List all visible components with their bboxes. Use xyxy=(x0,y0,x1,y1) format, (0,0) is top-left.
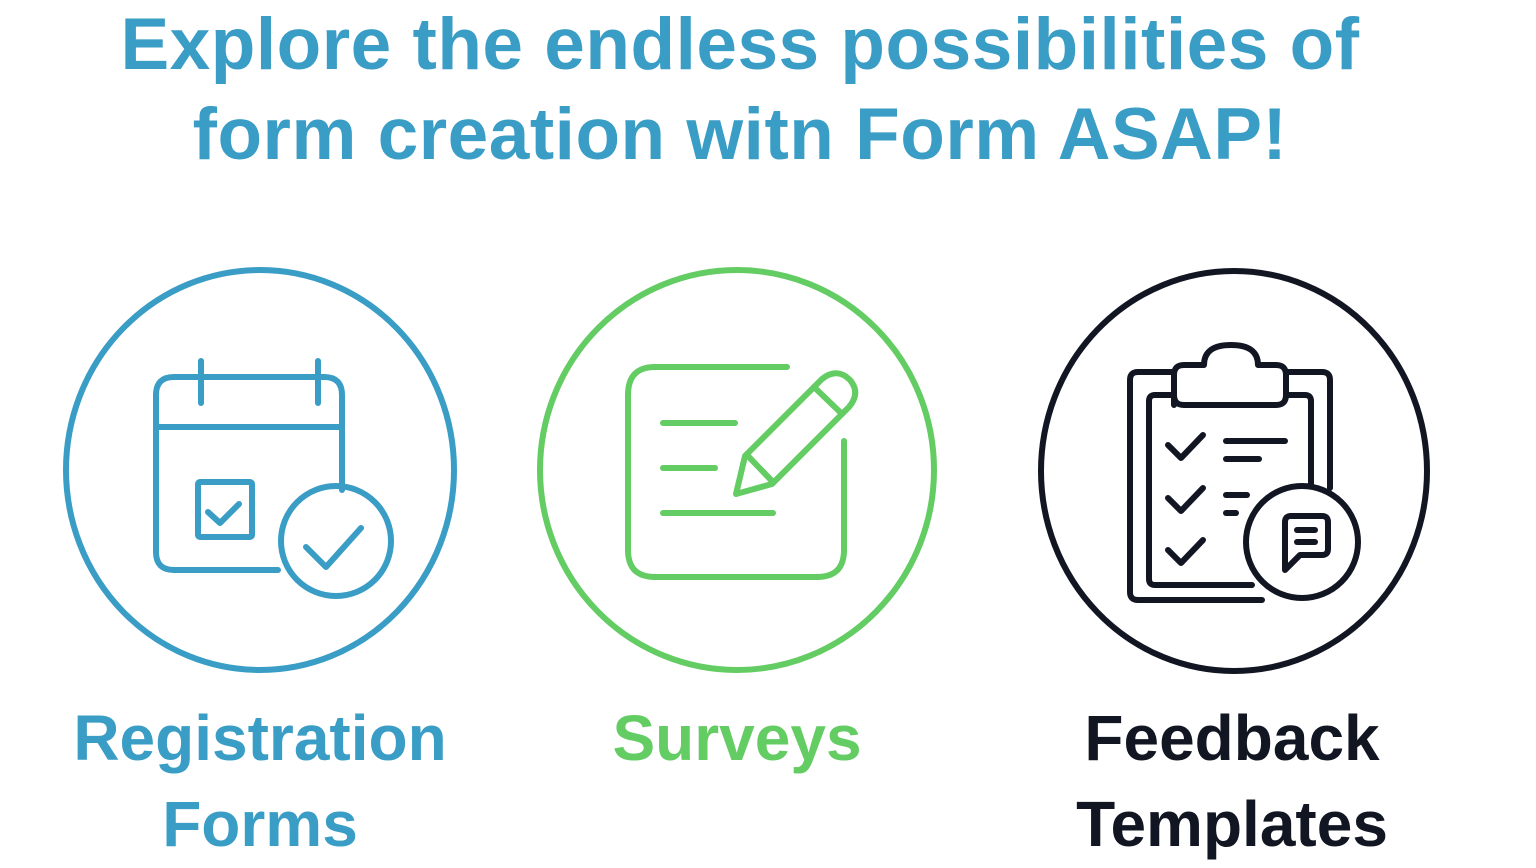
clipboard-feedback-icon xyxy=(1022,265,1442,680)
feature-label: Registration Forms xyxy=(50,695,470,867)
feature-label: Feedback Templates xyxy=(1022,695,1442,867)
edit-document-icon xyxy=(527,265,947,680)
calendar-check-icon xyxy=(50,265,470,680)
feature-label-line-2: Templates xyxy=(1076,788,1388,860)
feature-label-line-1: Registration xyxy=(73,702,447,774)
feature-feedback-templates: Feedback Templates xyxy=(1022,265,1442,860)
feature-registration-forms: Registration Forms xyxy=(50,265,470,860)
headline-line-2: form creation witn Form ASAP! xyxy=(192,94,1288,175)
headline-line-1: Explore the endless possibilities of xyxy=(120,4,1360,85)
feature-label-line-1: Surveys xyxy=(612,702,862,774)
feature-label: Surveys xyxy=(527,695,947,781)
feature-label-line-2: Forms xyxy=(162,788,358,860)
feature-surveys: Surveys xyxy=(527,265,947,774)
page-headline: Explore the endless possibilities of for… xyxy=(0,0,1480,180)
feature-label-line-1: Feedback xyxy=(1084,702,1380,774)
